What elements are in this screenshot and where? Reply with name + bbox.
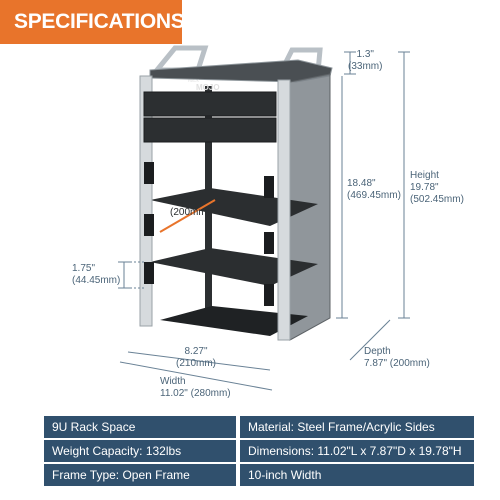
specifications-banner: SPECIFICATIONS — [0, 0, 185, 44]
logo-brand-text: MOJO — [196, 83, 220, 92]
bracket-left-3 — [144, 262, 154, 284]
unit-mm: (44.45mm) — [72, 275, 121, 286]
inner-width-mm: (210mm) — [176, 358, 217, 369]
bracket-right-2 — [264, 232, 274, 254]
banner-title: SPECIFICATIONS — [14, 10, 185, 33]
inner-height-inch: 18.48" — [347, 178, 376, 189]
top-dimension-mm: (33mm) — [348, 61, 383, 72]
width-value: 11.02" (280mm) — [160, 388, 231, 399]
spec-row: Frame Type: Open Frame 10-inch Width — [44, 464, 474, 486]
inner-height-mm: (469.45mm) — [347, 190, 401, 201]
front-right-post — [277, 79, 291, 341]
spec-material: Material: Steel Frame/Acrylic Sides — [240, 416, 474, 438]
shelves — [150, 188, 318, 336]
unit-inch: 1.75" — [72, 263, 96, 274]
height-mm: (502.45mm) — [410, 194, 464, 205]
specs-table: 9U Rack Space Material: Steel Frame/Acry… — [44, 414, 474, 488]
inner-width-inch: 8.27" — [184, 346, 208, 357]
spec-width: 10-inch Width — [240, 464, 474, 486]
inner-width-dimension: 8.27" (210mm) — [176, 346, 216, 370]
rack-panel-1 — [143, 91, 277, 117]
shelf-3 — [160, 306, 308, 336]
depth-dimension: Depth 7.87" (200mm) — [364, 346, 430, 370]
bracket-right-1 — [264, 176, 274, 198]
inner-height-dimension: 18.48" (469.45mm) — [347, 178, 401, 202]
bracket-left-1 — [144, 162, 154, 184]
width-label: Width — [160, 376, 186, 387]
inner-width-line — [127, 351, 271, 371]
shelf-1 — [150, 188, 318, 226]
logo-small-text: RACK — [188, 78, 199, 83]
spec-frame-type: Frame Type: Open Frame — [44, 464, 236, 486]
bracket-left-2 — [144, 214, 154, 236]
front-frame — [139, 75, 291, 341]
inner-depth-inch: 7.87" — [170, 195, 194, 206]
height-inch: 19.78" — [410, 182, 439, 193]
spec-row: 9U Rack Space Material: Steel Frame/Acry… — [44, 416, 474, 438]
spec-dimensions: Dimensions: 11.02"L x 7.87"D x 19.78"H — [240, 440, 474, 462]
rack-panel-2 — [143, 117, 277, 143]
depth-dim-line — [349, 319, 391, 361]
spec-weight-capacity: Weight Capacity: 132lbs — [44, 440, 236, 462]
bracket-right-3 — [264, 284, 274, 306]
depth-label: Depth — [364, 346, 391, 357]
depth-value: 7.87" (200mm) — [364, 358, 430, 369]
shelf-2 — [150, 248, 318, 286]
rack-top — [149, 45, 333, 83]
spec-row: Weight Capacity: 132lbs Dimensions: 11.0… — [44, 440, 474, 462]
top-dimension-inch: 1.3" — [356, 49, 374, 60]
inner-depth-dimension: 7.87" (200mm) — [170, 195, 210, 219]
height-label: Height — [410, 170, 439, 181]
dimension-lines — [118, 51, 410, 391]
width-dimension: Width 11.02" (280mm) — [160, 376, 231, 400]
height-dimension: Height 19.78" (502.45mm) — [410, 170, 464, 206]
unit-dimension: 1.75" (44.45mm) — [72, 263, 120, 287]
inner-depth-mm: (200mm) — [170, 207, 211, 218]
spec-rack-space: 9U Rack Space — [44, 416, 236, 438]
width-dim-line — [119, 361, 273, 391]
top-dimension: 1.3" (33mm) — [348, 49, 382, 73]
depth-measure-line — [159, 199, 216, 233]
